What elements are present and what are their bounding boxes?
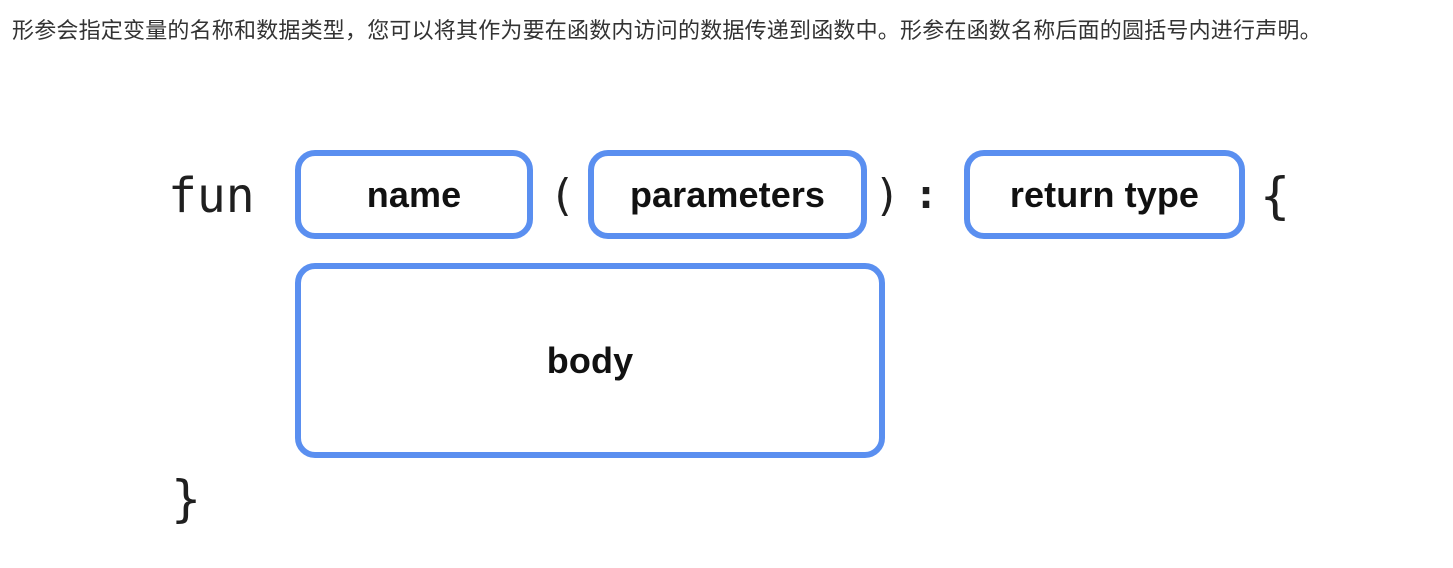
- intro-paragraph: 形参会指定变量的名称和数据类型，您可以将其作为要在函数内访问的数据传递到函数中。…: [12, 19, 1322, 44]
- return-type-box: return type: [964, 150, 1245, 239]
- name-box: name: [295, 150, 533, 239]
- body-label: body: [546, 339, 634, 381]
- body-box: body: [295, 263, 885, 458]
- fun-keyword: fun: [168, 168, 255, 224]
- name-label: name: [366, 173, 462, 215]
- open-brace: {: [1260, 167, 1291, 225]
- parameters-box: parameters: [588, 150, 867, 239]
- close-paren: ): [874, 170, 901, 221]
- return-type-label: return type: [1009, 173, 1200, 215]
- open-paren: (: [549, 170, 576, 221]
- parameters-label: parameters: [629, 173, 826, 215]
- close-brace: }: [171, 470, 202, 528]
- colon: :: [914, 172, 939, 218]
